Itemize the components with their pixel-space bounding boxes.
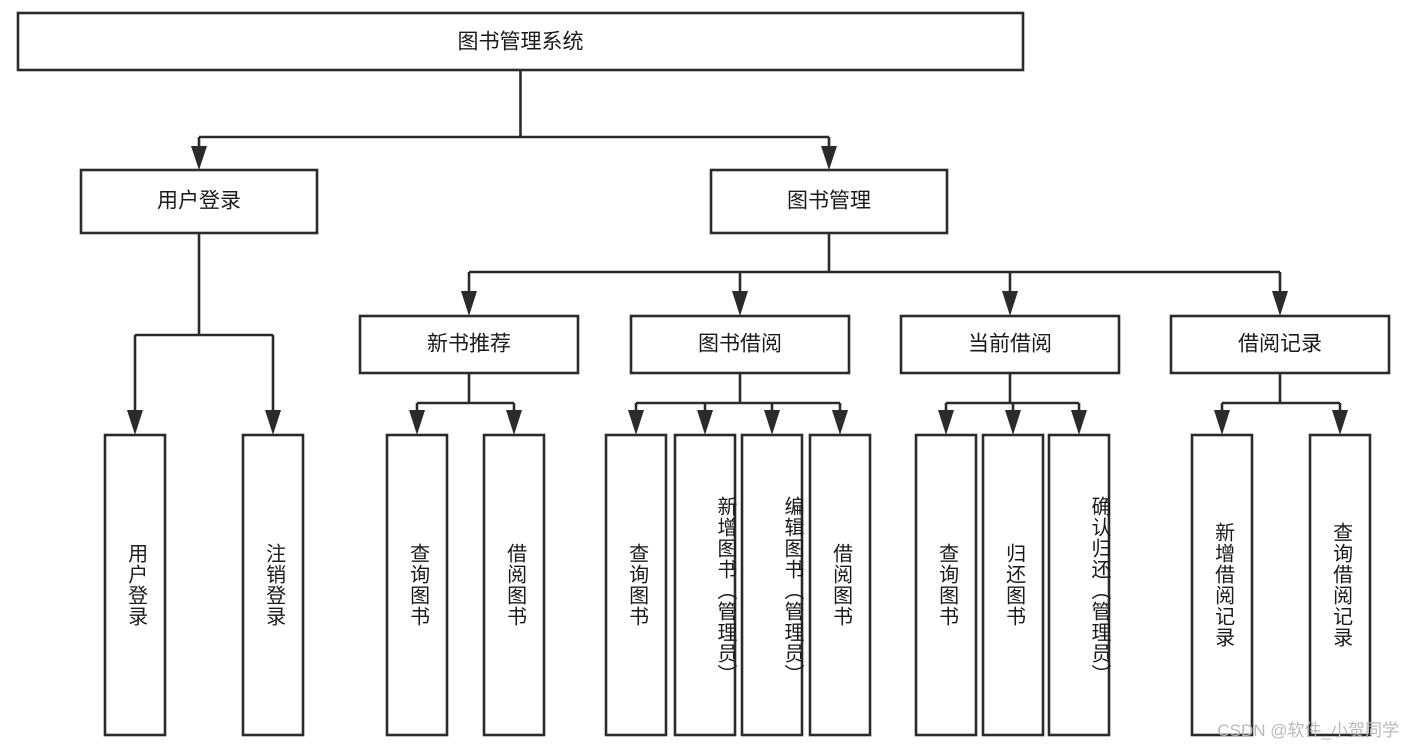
arrow-head-leaf-user-logout: [265, 410, 281, 435]
node-label-user-login: 用户登录: [157, 190, 241, 213]
arrow-head-leaf-borrow-book-2: [832, 410, 848, 435]
arrow-head-leaf-borrow-book-1: [506, 410, 522, 435]
node-box-leaf-return-book[interactable]: [981, 433, 1045, 737]
arrow-head-current-borrow: [1002, 291, 1018, 316]
arrow-head-leaf-add-book: [697, 410, 713, 435]
node-label-book-borrow: 图书借阅: [698, 333, 782, 356]
arrow-head-leaf-return-book: [1005, 410, 1021, 435]
node-box-new-book-rec[interactable]: [358, 314, 580, 375]
arrow-head-leaf-query-book-3: [938, 410, 954, 435]
node-label-root: 图书管理系统: [458, 31, 584, 54]
node-box-leaf-query-record[interactable]: [1308, 433, 1372, 737]
node-box-root[interactable]: [16, 11, 1025, 72]
watermark-text: CSDN @软件_小贺同学: [1217, 721, 1399, 740]
node-box-leaf-query-book-1[interactable]: [385, 433, 449, 737]
node-label-borrow-record: 借阅记录: [1238, 333, 1322, 356]
arrow-head-user-login: [191, 146, 207, 170]
node-label-current-borrow: 当前借阅: [968, 333, 1052, 356]
node-box-leaf-user-logout[interactable]: [241, 433, 305, 737]
arrow-head-leaf-query-book-2: [628, 410, 644, 435]
arrow-head-book-manage: [821, 146, 837, 170]
node-box-leaf-query-book-3[interactable]: [914, 433, 978, 737]
node-box-leaf-confirm-return[interactable]: [1047, 433, 1111, 737]
node-box-leaf-add-book[interactable]: [673, 433, 737, 737]
node-box-leaf-add-record[interactable]: [1190, 433, 1254, 737]
arrow-head-leaf-edit-book: [764, 410, 780, 435]
node-box-leaf-user-login[interactable]: [103, 433, 167, 737]
arrow-head-leaf-query-book-1: [409, 410, 425, 435]
node-label-book-manage: 图书管理: [787, 190, 871, 213]
node-box-leaf-edit-book[interactable]: [740, 433, 804, 737]
arrow-head-borrow-record: [1272, 291, 1288, 316]
arrow-head-leaf-add-record: [1214, 410, 1230, 435]
arrow-head-leaf-query-record: [1332, 410, 1348, 435]
node-box-user-login[interactable]: [79, 168, 319, 235]
arrow-head-leaf-user-login: [127, 410, 143, 435]
node-box-current-borrow[interactable]: [899, 314, 1121, 375]
arrow-head-leaf-confirm-return: [1071, 410, 1087, 435]
arrow-head-book-borrow: [732, 291, 748, 316]
node-label-new-book-rec: 新书推荐: [427, 333, 511, 356]
arrow-head-new-book-rec: [461, 291, 477, 316]
node-box-leaf-query-book-2[interactable]: [604, 433, 668, 737]
node-box-leaf-borrow-book-2[interactable]: [808, 433, 872, 737]
node-box-leaf-borrow-book-1[interactable]: [482, 433, 546, 737]
